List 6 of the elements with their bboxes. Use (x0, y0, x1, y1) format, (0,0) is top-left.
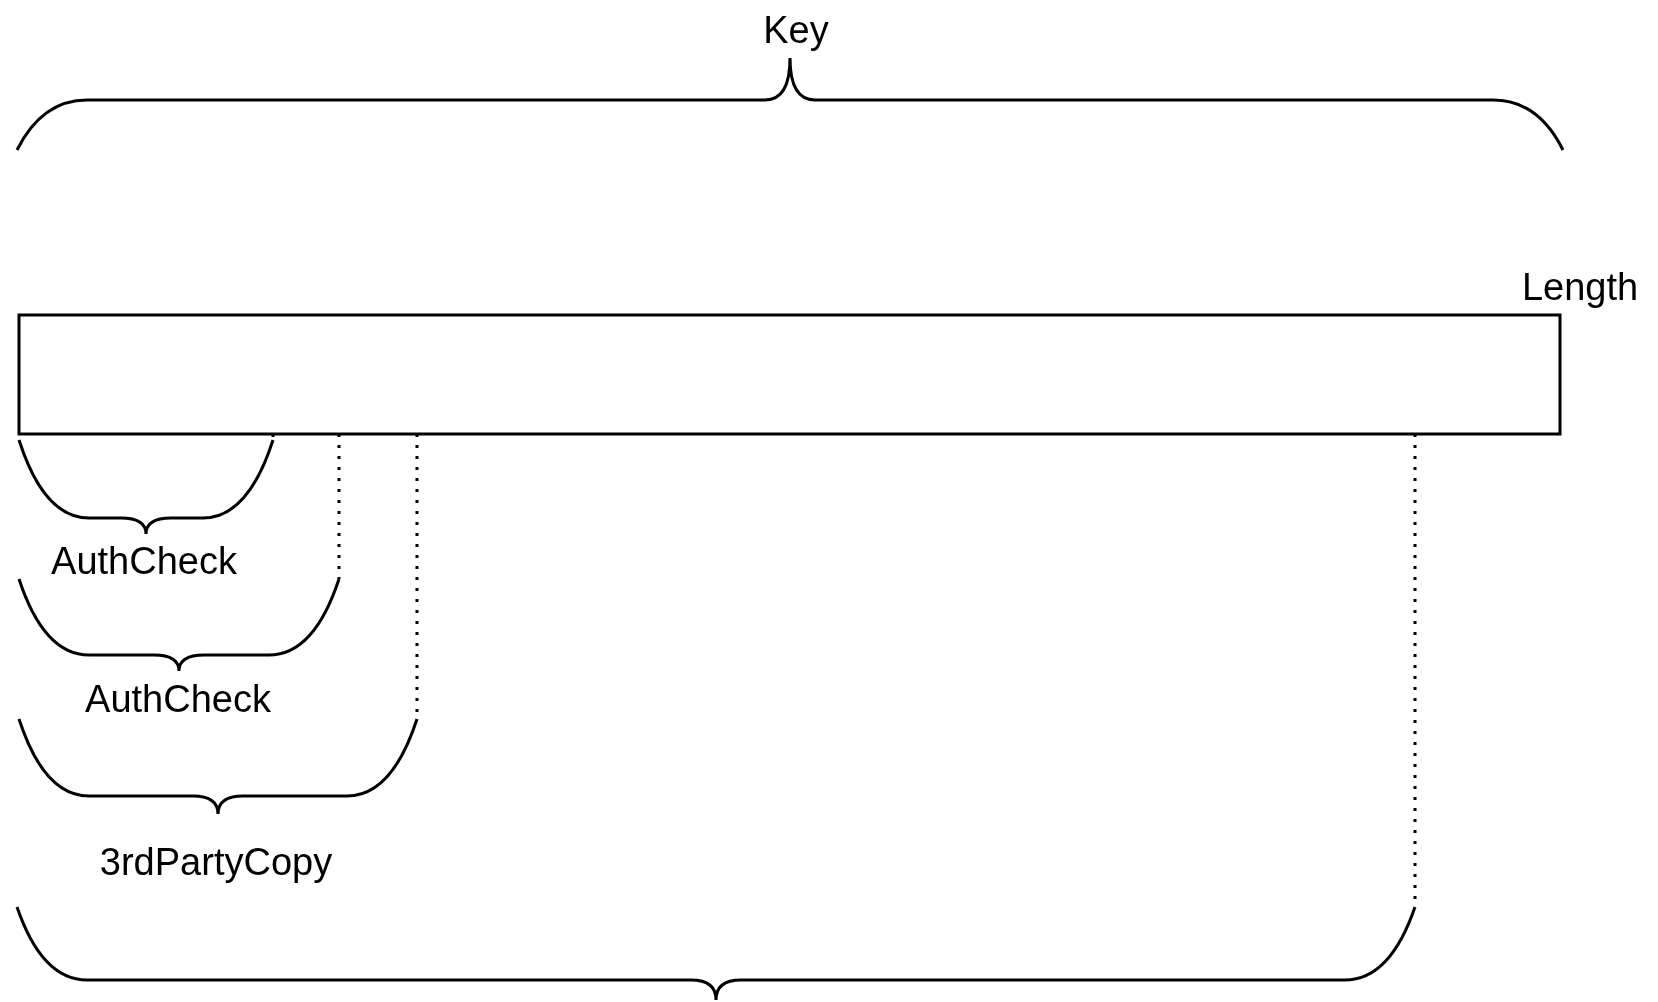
brace-label: AuthCheck (85, 677, 271, 721)
brace-label: AuthCheck (51, 539, 237, 583)
key-bar (17, 313, 1562, 436)
brace-label: Key (763, 8, 829, 52)
end-label: Length (1521, 265, 1639, 309)
brace-label: 3rdPartyCopy (99, 840, 333, 884)
